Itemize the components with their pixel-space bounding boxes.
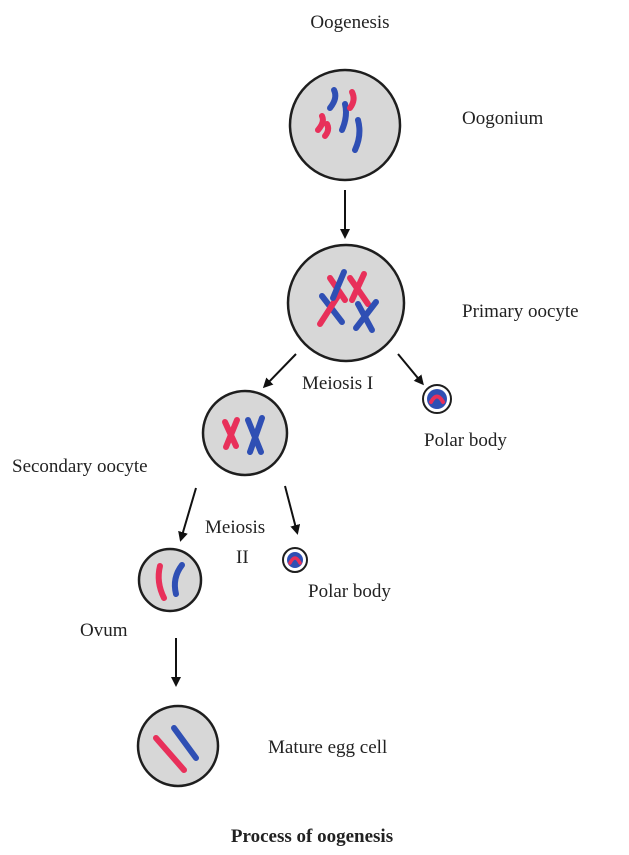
mature-egg-label: Mature egg cell [268, 737, 387, 758]
primary-oocyte-label: Primary oocyte [462, 301, 579, 322]
diagram-caption: Process of oogenesis [231, 826, 393, 847]
polar-body-2-label: Polar body [308, 581, 391, 602]
arrow-primary-to-polar-1 [398, 354, 422, 383]
meiosis-1-label: Meiosis I [302, 373, 373, 394]
polar-body-1 [423, 385, 451, 413]
mature-egg-cell [138, 706, 218, 786]
oogonium-label: Oogonium [462, 108, 544, 129]
meiosis-2-roman-label: II [236, 547, 249, 568]
diagram-title: Oogenesis [310, 12, 389, 33]
arrow-secondary-to-ovum [181, 488, 196, 539]
arrow-primary-to-secondary [265, 354, 296, 386]
ovum-label: Ovum [80, 620, 128, 641]
secondary-oocyte-cell [203, 391, 287, 475]
arrow-secondary-to-polar-2 [285, 486, 297, 532]
primary-oocyte-cell [288, 245, 404, 361]
meiosis-2-label: Meiosis [205, 517, 265, 538]
polar-body-1-label: Polar body [424, 430, 507, 451]
secondary-oocyte-label: Secondary oocyte [12, 456, 148, 477]
polar-body-2 [283, 548, 307, 572]
oogonium-cell [290, 70, 400, 180]
ovum-cell [139, 549, 201, 611]
